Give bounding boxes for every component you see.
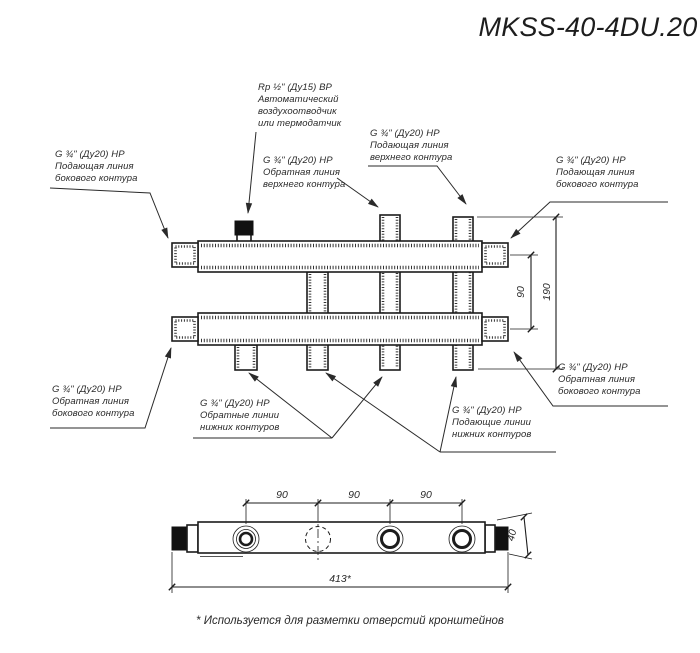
svg-text:бокового контура: бокового контура	[52, 408, 135, 419]
svg-text:Rp ½" (Ду15) ВР: Rp ½" (Ду15) ВР	[258, 82, 333, 93]
dim-overall-length: 413*	[329, 573, 352, 585]
connection-holes	[232, 525, 476, 553]
hole-4-inner	[452, 529, 472, 549]
label-lower-return: G ¾" (Ду20) НР Обратные линии нижних кон…	[200, 398, 280, 433]
label-upper-return: G ¾" (Ду20) НР Обратная линия верхнего к…	[263, 155, 345, 190]
stub-upper-supply-line	[452, 216, 474, 371]
svg-text:G ¾" (Ду20) НР: G ¾" (Ду20) НР	[263, 155, 333, 166]
leader-upper-return	[336, 177, 379, 208]
label-side-return-left: G ¾" (Ду20) НР Обратная линия бокового к…	[52, 384, 135, 419]
svg-text:бокового контура: бокового контура	[558, 386, 641, 397]
collar-right	[484, 524, 496, 553]
manifold-bars	[197, 240, 483, 346]
label-lower-supply: G ¾" (Ду20) НР Подающие линии нижних кон…	[452, 405, 532, 440]
leader-air-vent	[245, 131, 257, 214]
svg-text:бокового контура: бокового контура	[556, 179, 639, 190]
leader-lower-return-1	[248, 372, 333, 439]
dim-hole-spacing-2: 90	[348, 489, 360, 501]
leader-lower-supply-2	[439, 376, 458, 453]
label-air-vent: Rp ½" (Ду15) ВР Автоматический воздухоот…	[257, 82, 342, 129]
upper-manifold-bar	[197, 240, 483, 273]
svg-text:нижних контуров: нижних контуров	[200, 422, 279, 433]
thread-end-left	[171, 526, 188, 551]
hole-4-outer	[448, 525, 476, 553]
dim-overall-height: 190	[541, 283, 553, 301]
hole-2-hidden	[305, 526, 331, 552]
callout-labels: Rp ½" (Ду15) ВР Автоматический воздухоот…	[52, 82, 641, 440]
svg-text:G ¾" (Ду20) НР: G ¾" (Ду20) НР	[556, 155, 626, 166]
leader-lines	[49, 131, 668, 453]
label-side-supply-left: G ¾" (Ду20) НР Подающая линия бокового к…	[55, 149, 138, 184]
hole-1-outer	[232, 525, 260, 553]
svg-text:G ¾" (Ду20) НР: G ¾" (Ду20) НР	[55, 149, 125, 160]
air-vent	[234, 220, 254, 243]
leader-lower-supply-1	[325, 372, 441, 453]
dim-body-height: 40	[505, 528, 520, 542]
front-dimensions: 90 190	[477, 213, 563, 373]
hole-1-inner	[238, 531, 254, 547]
svg-text:Подающая линия: Подающая линия	[370, 140, 449, 151]
hole-3-outer	[376, 525, 404, 553]
hole-3-inner	[380, 529, 400, 549]
svg-text:G ¾" (Ду20) НР: G ¾" (Ду20) НР	[558, 362, 628, 373]
leader-side-return-right	[513, 351, 668, 407]
front-view: 90 190 Rp ½" (Ду15) В	[49, 82, 668, 453]
manifold-body-top-view	[197, 521, 486, 554]
hole-1-mid	[236, 529, 256, 549]
svg-text:нижних контуров: нижних контуров	[452, 429, 531, 440]
svg-text:G ¾" (Ду20) НР: G ¾" (Ду20) НР	[452, 405, 522, 416]
bottom-dimensions: 90 90 90 413* 40	[168, 489, 533, 593]
svg-text:воздухоотводчик: воздухоотводчик	[258, 106, 337, 117]
svg-text:G ¾" (Ду20) НР: G ¾" (Ду20) НР	[200, 398, 270, 409]
svg-text:Обратная линия: Обратная линия	[52, 396, 129, 407]
svg-text:верхнего контура: верхнего контура	[370, 152, 452, 163]
air-vent-cap	[234, 220, 254, 236]
footnote: * Используется для разметки отверстий кр…	[196, 615, 504, 627]
bottom-view: 90 90 90 413* 40	[168, 489, 533, 593]
svg-text:верхнего контура: верхнего контура	[263, 179, 345, 190]
leader-lower-return-2	[331, 376, 383, 439]
svg-text:Подающая линия: Подающая линия	[556, 167, 635, 178]
leader-upper-supply	[368, 165, 467, 205]
svg-text:G ¾" (Ду20) НР: G ¾" (Ду20) НР	[52, 384, 122, 395]
svg-text:Обратная линия: Обратная линия	[263, 167, 340, 178]
svg-text:Подающая линия: Подающая линия	[55, 161, 134, 172]
leader-side-supply-right	[510, 201, 668, 239]
svg-text:или термодатчик: или термодатчик	[258, 118, 342, 129]
svg-text:Обратные линии: Обратные линии	[200, 410, 280, 421]
svg-text:Обратная линия: Обратная линия	[558, 374, 635, 385]
label-side-return-right: G ¾" (Ду20) НР Обратная линия бокового к…	[558, 362, 641, 397]
svg-text:G ¾" (Ду20) НР: G ¾" (Ду20) НР	[370, 128, 440, 139]
stub-lower-return-line	[234, 344, 258, 371]
label-side-supply-right: G ¾" (Ду20) НР Подающая линия бокового к…	[556, 155, 639, 190]
leader-side-return-left	[50, 347, 172, 429]
svg-text:Подающие линии: Подающие линии	[452, 417, 532, 428]
side-nipples	[171, 242, 509, 342]
dim-axis-spacing: 90	[515, 286, 527, 298]
dim-hole-spacing-3: 90	[420, 489, 432, 501]
dim-hole-spacing-1: 90	[276, 489, 288, 501]
svg-text:Автоматический: Автоматический	[257, 94, 339, 105]
label-upper-supply: G ¾" (Ду20) НР Подающая линия верхнего к…	[370, 128, 452, 163]
leader-side-supply-left	[49, 187, 169, 239]
drawing-title: MKSS-40-4DU.20	[479, 12, 698, 42]
vertical-stubs	[234, 214, 474, 371]
collar-left	[186, 524, 199, 553]
svg-text:бокового контура: бокового контура	[55, 173, 138, 184]
